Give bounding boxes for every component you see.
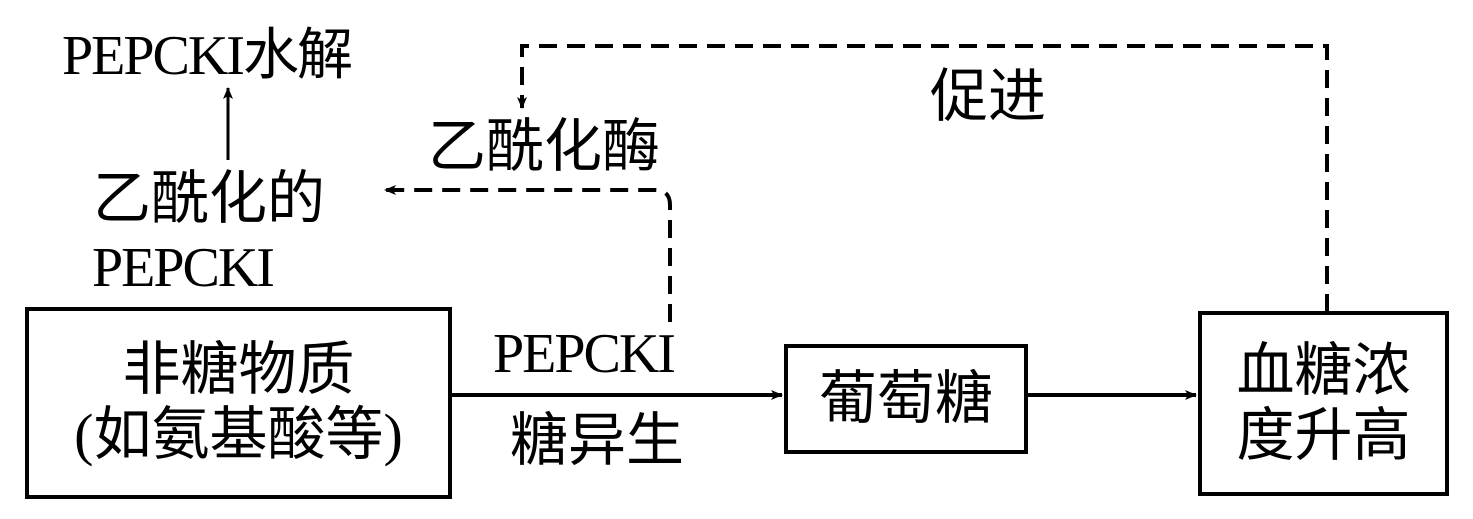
blood-sugar-line2: 度升高 (1236, 402, 1411, 468)
glucose-label: 葡萄糖 (818, 365, 993, 431)
acetylated-pepcki-line2: PEPCKI (92, 237, 275, 299)
pepcki-hydrolysis-label: PEPCKI水解 (62, 25, 353, 87)
glucose-box: 葡萄糖 (784, 344, 1028, 454)
acetylase-label: 乙酰化酶 (428, 114, 661, 179)
non-sugar-substance-box: 非糖物质 (如氨基酸等) (25, 307, 452, 499)
blood-sugar-line1: 血糖浓 (1236, 337, 1411, 403)
pepcki-enzyme-label: PEPCKI (493, 323, 676, 385)
gluconeogenesis-label: 糖异生 (510, 408, 685, 473)
non-sugar-line1: 非糖物质 (122, 337, 355, 403)
acetylation-line (384, 185, 672, 322)
acetylated-pepcki-line1: 乙酰化的 (93, 166, 326, 231)
blood-sugar-box: 血糖浓 度升高 (1198, 311, 1449, 496)
promote-feedback-line (517, 44, 1329, 312)
non-sugar-line2: (如氨基酸等) (74, 402, 403, 467)
promote-label: 促进 (930, 64, 1047, 129)
